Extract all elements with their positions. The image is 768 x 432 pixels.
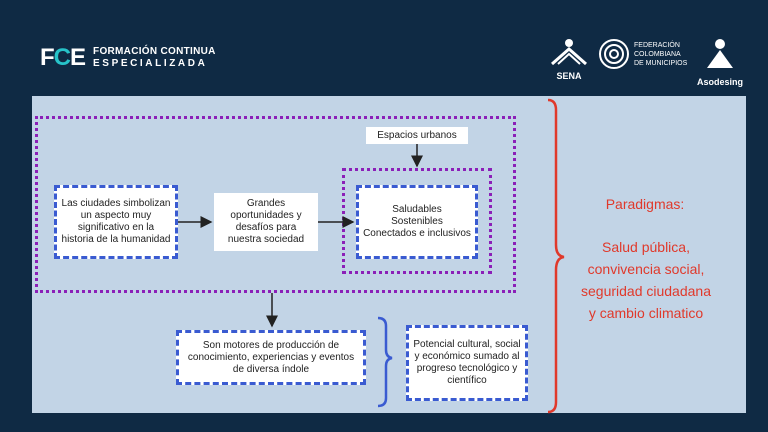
blue-brace [377,316,393,408]
box-espacios: Espacios urbanos [366,127,468,144]
fce-logo: FCE FORMACIÓN CONTINUA ESPECIALIZADA [40,44,216,72]
outer-dotted-group [35,116,516,293]
fce-logo-line2: ESPECIALIZADA [93,58,208,69]
box-potencial: Potencial cultural, social y económico s… [406,325,528,401]
red-brace [547,98,565,414]
fce-logo-mark: FCE [40,44,86,71]
fce-logo-line1: FORMACIÓN CONTINUA [93,46,216,57]
asodesing-figure-icon [707,39,733,68]
box-oportunidades: Grandes oportunidades y desafíos para nu… [214,193,318,251]
sena-icon [551,39,587,66]
fcm-spiral-icon [599,39,629,69]
asodesing-logo: Asodesing [690,36,750,87]
sena-logo: SENA [546,38,592,81]
box-motores: Son motores de producción de conocimient… [176,330,366,385]
header-bar: FCE FORMACIÓN CONTINUA ESPECIALIZADA SEN… [0,0,768,96]
paradigmas-list: Salud pública, convivencia social, segur… [581,239,711,321]
paradigmas-title: Paradigmas: [605,196,685,212]
fcm-logo: FEDERACIÓN COLOMBIANA DE MUNICIPIOS [598,38,687,70]
box-saludables: Saludables Sostenibles Conectados e incl… [356,185,478,259]
box-ciudades: Las ciudades simbolizan un aspecto muy s… [54,185,178,259]
